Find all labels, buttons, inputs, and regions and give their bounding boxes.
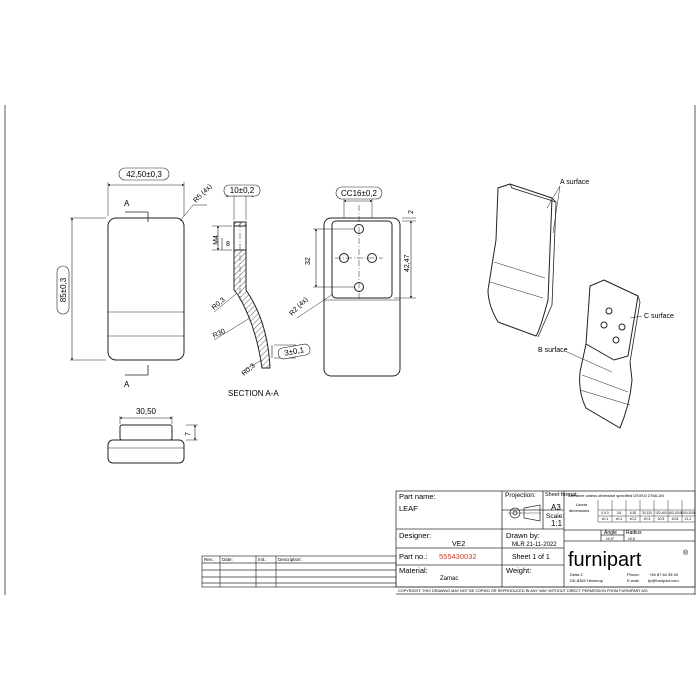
material-label: Material:	[399, 566, 428, 575]
weight-label: Weight:	[506, 566, 531, 575]
wall-dimension: 2	[408, 210, 415, 214]
radius-bottom-label: R0,3	[241, 363, 257, 378]
part-no-label: Part no.:	[399, 552, 427, 561]
sheet-format-value: A3	[551, 503, 561, 512]
section-view	[212, 193, 296, 371]
dimensions-label: dimensions	[569, 508, 589, 513]
phone-label: Phone:	[627, 572, 640, 577]
phone-value: +45 87 64 35 00	[649, 572, 679, 577]
thickness-dim-box	[223, 184, 261, 197]
corner-radius-label: R2 (4x)	[288, 296, 309, 317]
radius-value: ±0,5	[628, 537, 635, 541]
iso-view-front	[487, 183, 561, 338]
designer-label: Designer:	[399, 531, 431, 540]
title-block-frame	[395, 490, 696, 595]
section-title: SECTION A-A	[228, 389, 279, 398]
copyright-notice: COPYRIGHT: THIS DRAWING MAY NOT BE COPIE…	[398, 589, 648, 593]
a-surface-label: A surface	[560, 179, 589, 186]
thickness3-dimension: 3±0,1	[283, 345, 305, 357]
tol-range-cell: 1000-2000	[680, 511, 695, 515]
tol-value-cell: ±0,3	[644, 517, 651, 521]
cc16-dim-box	[335, 186, 383, 200]
thickness3-dim-box	[277, 343, 311, 360]
tol-value-cell: ±0,8	[672, 517, 679, 521]
tol-value-cell: ±0,1	[602, 517, 609, 521]
pocket-height-dimension: 42,47	[404, 254, 411, 272]
tol-range-cell: 3-6	[617, 511, 622, 515]
projection-symbol-icon	[508, 504, 541, 522]
tol-range-cell: 0,5-3	[601, 511, 608, 515]
scale-value: 1:1	[551, 519, 563, 528]
revision-header-init: Init.:	[258, 557, 267, 562]
angle-label: Angle	[604, 530, 617, 536]
b-surface-label: B surface	[538, 347, 568, 354]
height-dimension: 85±0,3	[59, 277, 68, 302]
part-name-label: Part name:	[399, 492, 436, 501]
radius-dimension: R5 (4x)	[192, 183, 213, 204]
material-value: Zamac	[440, 576, 458, 582]
part-number-value: 555430032	[439, 552, 477, 561]
width-dim-box	[118, 167, 170, 181]
email-value: fp@furnipart.com	[648, 578, 679, 583]
drawn-by-value: MLR 21-11-2022	[512, 542, 557, 548]
tol-value-cell: ±0,2	[630, 517, 637, 521]
revision-header-description: Description:	[278, 557, 302, 562]
address-line-2: DK-8382 Hinnerup	[570, 578, 604, 583]
hole-pitch-dimension: 32	[305, 257, 312, 265]
linear-label: Linear	[576, 502, 588, 507]
revision-header-rev: Rev.:	[204, 557, 214, 562]
tolerance-title: Tolerance unless otherwise specified DS/…	[567, 493, 664, 498]
drawn-by-label: Drawn by:	[506, 531, 540, 540]
width-dimension: 42,50±0,3	[126, 170, 162, 179]
brand-registered-mark: ®	[683, 549, 689, 557]
part-name-value: LEAF	[399, 504, 418, 513]
section-arrow-label-bottom: A	[124, 380, 130, 389]
tol-range-cell: 400-1000	[668, 511, 682, 515]
c-surface-label: C surface	[644, 313, 674, 320]
address-line-1: Delta 2	[570, 572, 583, 577]
tolerance-values: ±0,1 ±0,1 ±0,2 ±0,3 ±0,5 ±0,8 ±1,2	[602, 517, 692, 521]
sheet-format-label: Sheet format:	[545, 492, 578, 498]
tol-value-cell: ±0,1	[616, 517, 623, 521]
hole-spacing-dimension: CC16±0,2	[341, 189, 378, 198]
scale-label: Scale:	[546, 513, 564, 520]
designer-value: VE2	[452, 541, 465, 548]
rear-view	[296, 198, 416, 377]
base-height-dimension: 7	[185, 432, 192, 436]
bottom-view	[107, 416, 198, 464]
sheet-count: Sheet 1 of 1	[512, 554, 550, 561]
revision-header-date: Date:	[222, 557, 233, 562]
height-dim-box	[56, 265, 70, 315]
front-view	[70, 182, 207, 376]
angle-value: ±0,5°	[606, 537, 615, 541]
tol-range-cell: 30-120	[642, 511, 652, 515]
tol-range-cell: 120-400	[655, 511, 667, 515]
brand-logo: furnipart	[568, 549, 642, 571]
tol-value-cell: ±1,2	[685, 517, 692, 521]
tolerance-ranges: 0,5-3 3-6 6-30 30-120 120-400 400-1000 1…	[601, 511, 695, 515]
radius-label: Radius	[626, 530, 642, 536]
radius-top-label: R0,3	[211, 297, 227, 312]
tol-range-cell: 6-30	[630, 511, 637, 515]
radius-r30-label: R30	[212, 328, 227, 340]
section-arrow-label-top: A	[124, 199, 130, 208]
iso-view-rear	[566, 279, 643, 429]
thickness-dimension: 10±0,2	[230, 186, 255, 195]
tol-value-cell: ±0,5	[658, 517, 665, 521]
base-width-dimension: 30,50	[136, 407, 157, 416]
projection-label: Projection:	[505, 492, 536, 499]
depth-dimension: 8	[226, 241, 230, 248]
thread-dimension: M4	[213, 235, 220, 245]
email-label: E-mail:	[627, 578, 639, 583]
revision-table	[201, 555, 397, 588]
